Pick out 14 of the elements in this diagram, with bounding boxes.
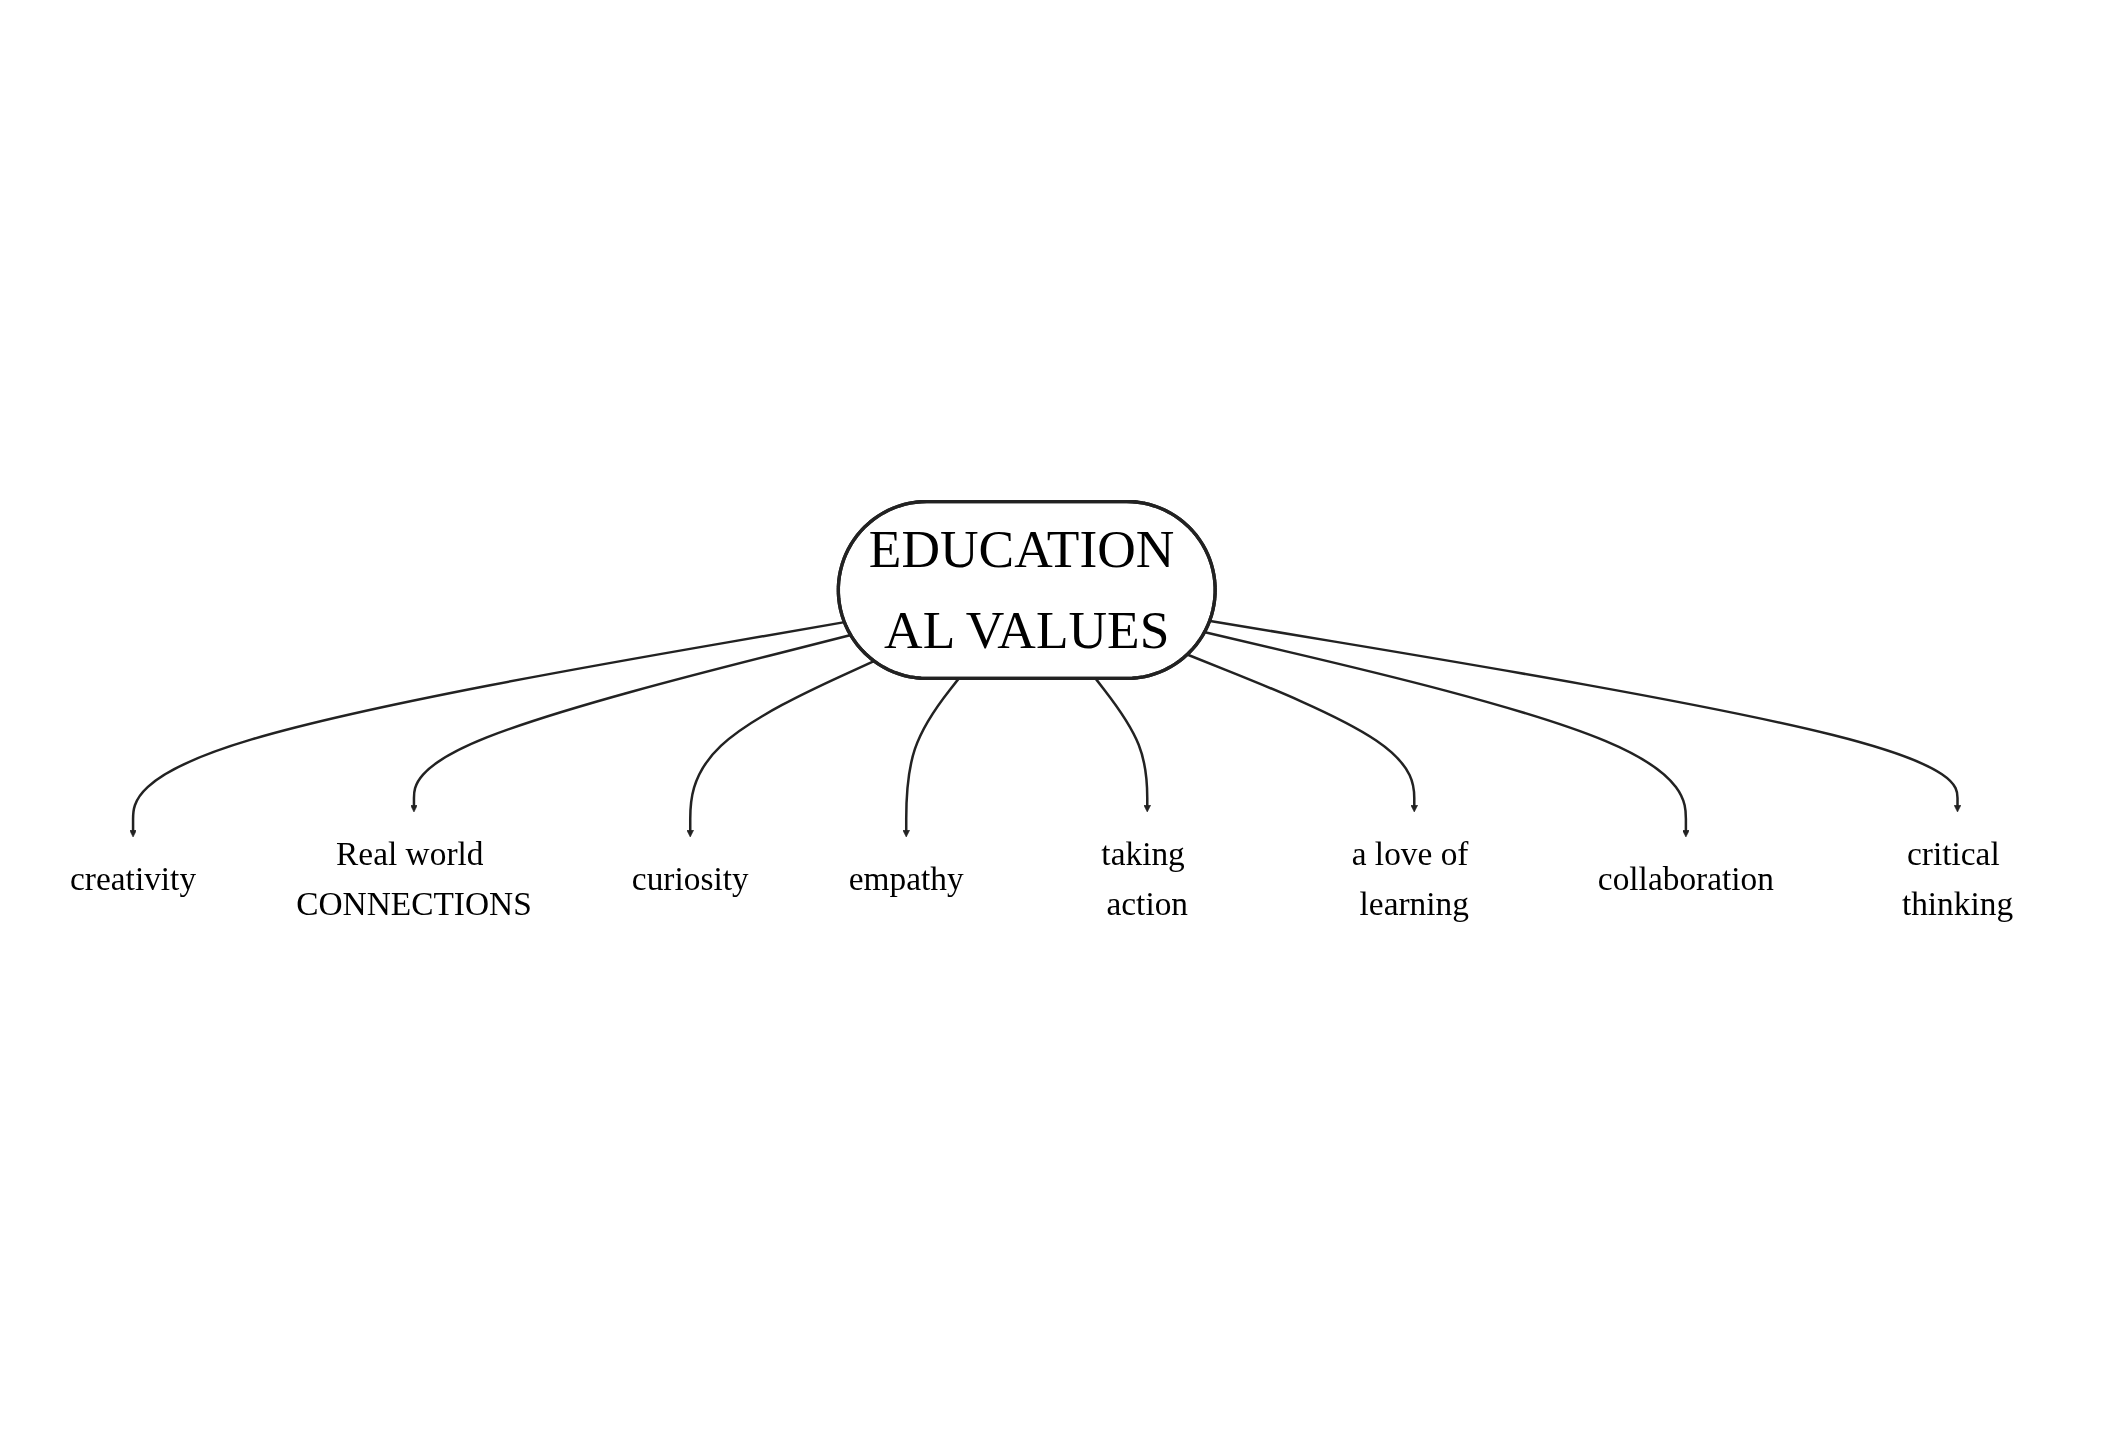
node-text: collaboration [1597,859,1774,898]
arrow [1094,678,1151,813]
arrow [1204,631,1690,838]
node-text: a love of learning [1351,834,1469,923]
node-text: empathy [848,859,964,898]
arrow [1209,619,1962,813]
arrow [1187,653,1418,813]
arrow [902,678,960,838]
node-text: Real world CONNECTIONS [296,834,532,923]
node-text: critical thinking [1901,834,2014,923]
node-text: curiosity [631,859,749,898]
node-text: creativity [70,859,197,898]
arrow [686,659,875,838]
node-text: taking action [1101,834,1189,923]
